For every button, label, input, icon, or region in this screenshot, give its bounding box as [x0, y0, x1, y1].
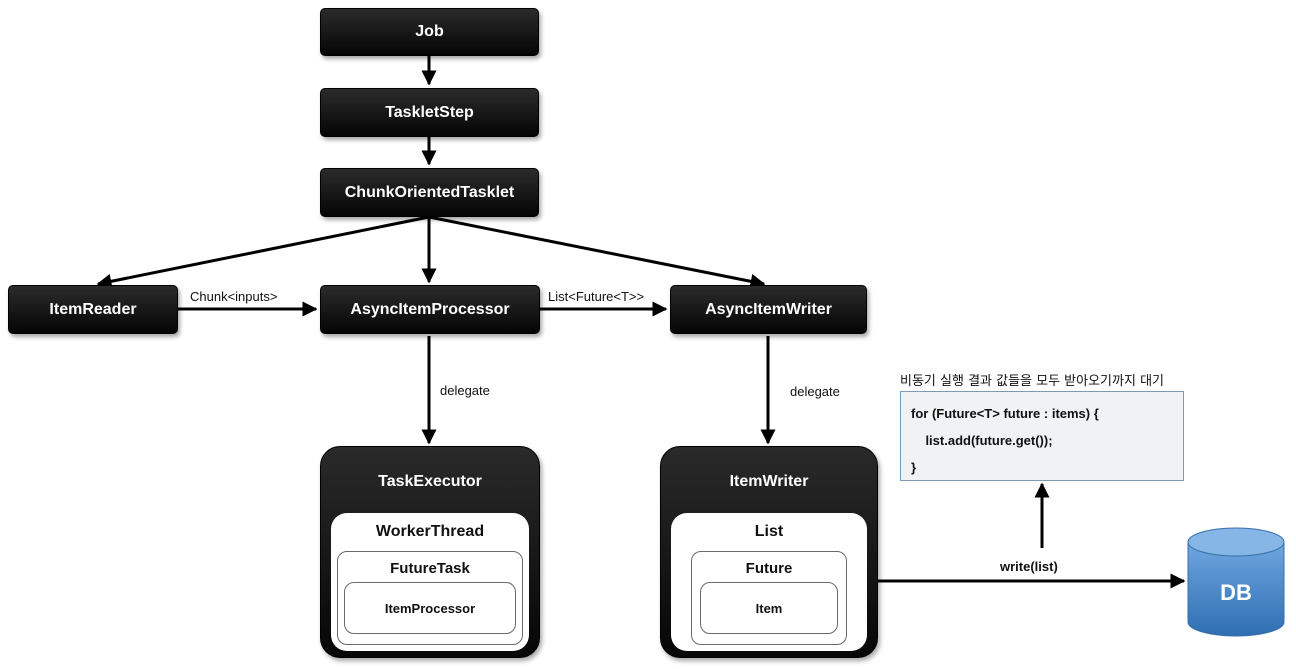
list-future-label: List<Future<T>>	[548, 289, 645, 304]
db-label: DB	[1220, 580, 1252, 605]
worker-thread-container: WorkerThread FutureTask ItemProcessor	[331, 513, 529, 651]
job-label: Job	[415, 23, 444, 40]
future-container: Future Item	[691, 551, 847, 645]
item-processor-label: ItemProcessor	[384, 600, 476, 616]
tasklet-step-node: TaskletStep	[320, 88, 539, 137]
delegate-writer-label: delegate	[790, 384, 840, 399]
job-node: Job	[320, 8, 539, 56]
item-reader-label: ItemReader	[49, 300, 137, 318]
code-line-3: }	[911, 460, 917, 475]
async-item-processor-node: AsyncItemProcessor	[320, 285, 540, 334]
item-reader-node: ItemReader	[8, 285, 178, 334]
async-item-writer-node: AsyncItemWriter	[670, 285, 867, 334]
chunk-oriented-tasklet-node: ChunkOrientedTasklet	[320, 168, 539, 217]
async-item-processor-label: AsyncItemProcessor	[350, 300, 510, 318]
async-item-writer-label: AsyncItemWriter	[705, 300, 832, 318]
arrow-tasklet-to-writer	[428, 215, 766, 289]
item-writer-container: ItemWriter List Future Item	[660, 446, 878, 658]
code-line-1: for (Future<T> future : items) {	[911, 406, 1099, 421]
task-executor-title: TaskExecutor	[378, 473, 482, 490]
delegate-processor-label: delegate	[440, 383, 490, 398]
list-title: List	[754, 523, 784, 540]
arrow-tasklet-to-itemreader	[96, 215, 430, 289]
worker-thread-title: WorkerThread	[375, 523, 485, 540]
code-note: for (Future<T> future : items) { list.ad…	[900, 391, 1184, 481]
future-task-container: FutureTask ItemProcessor	[337, 551, 523, 645]
list-container: List Future Item	[671, 513, 867, 651]
item-writer-title: ItemWriter	[729, 473, 809, 490]
db-cylinder: DB	[1187, 527, 1285, 637]
chunk-inputs-label: Chunk<inputs>	[190, 289, 278, 304]
code-line-2: list.add(future.get());	[911, 433, 1053, 448]
item-label: Item	[755, 600, 783, 616]
chunk-oriented-tasklet-label: ChunkOrientedTasklet	[344, 183, 515, 201]
item-processor-box: ItemProcessor	[344, 582, 516, 634]
future-task-title: FutureTask	[390, 560, 470, 577]
write-list-label: write(list)	[1000, 559, 1058, 574]
task-executor-container: TaskExecutor WorkerThread FutureTask Ite…	[320, 446, 540, 658]
tasklet-step-label: TaskletStep	[385, 103, 474, 121]
item-box: Item	[700, 582, 838, 634]
note-caption: 비동기 실행 결과 값들을 모두 받아오기까지 대기	[900, 374, 1164, 389]
future-title: Future	[745, 560, 793, 577]
